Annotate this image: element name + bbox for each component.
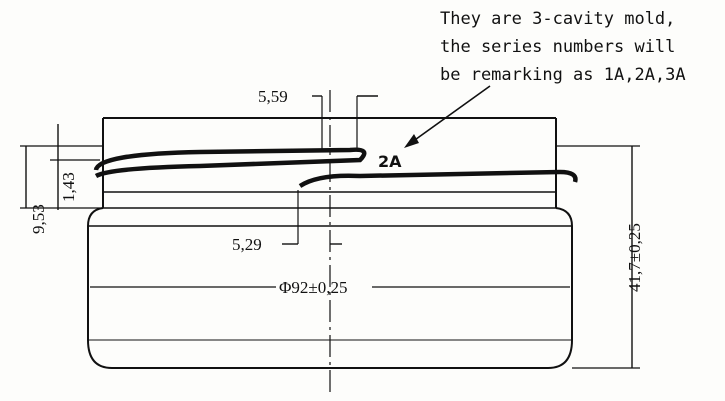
dim-thread-height-label: 1,43: [59, 172, 78, 202]
cavity-mark-label: 2A: [378, 152, 402, 171]
note-line-3: be remarking as 1A,2A,3A: [440, 65, 686, 85]
dim-neck-height-label: 9,53: [29, 204, 48, 234]
dim-diameter-label: Φ92±0,25: [279, 278, 348, 297]
thread-lower: [298, 169, 578, 188]
dim-diameter: Φ92±0,25: [90, 278, 570, 297]
thread-upper: [93, 147, 367, 179]
dim-neck-height: 9,53: [20, 145, 103, 234]
dim-total-height: 41,7±0,25: [556, 145, 644, 369]
dim-top-offset-label: 5,59: [258, 87, 288, 106]
note-leader-arrow: [404, 85, 491, 148]
note-line-2: the series numbers will: [440, 37, 675, 57]
note-line-1: They are 3-cavity mold,: [440, 9, 675, 29]
dim-total-height-label: 41,7±0,25: [625, 223, 644, 292]
dim-thread-height: 1,43: [50, 124, 100, 210]
dim-bottom-offset-label: 5,29: [232, 235, 262, 254]
dim-bottom-offset: 5,29: [232, 190, 342, 254]
dim-top-offset: 5,59: [258, 87, 378, 150]
